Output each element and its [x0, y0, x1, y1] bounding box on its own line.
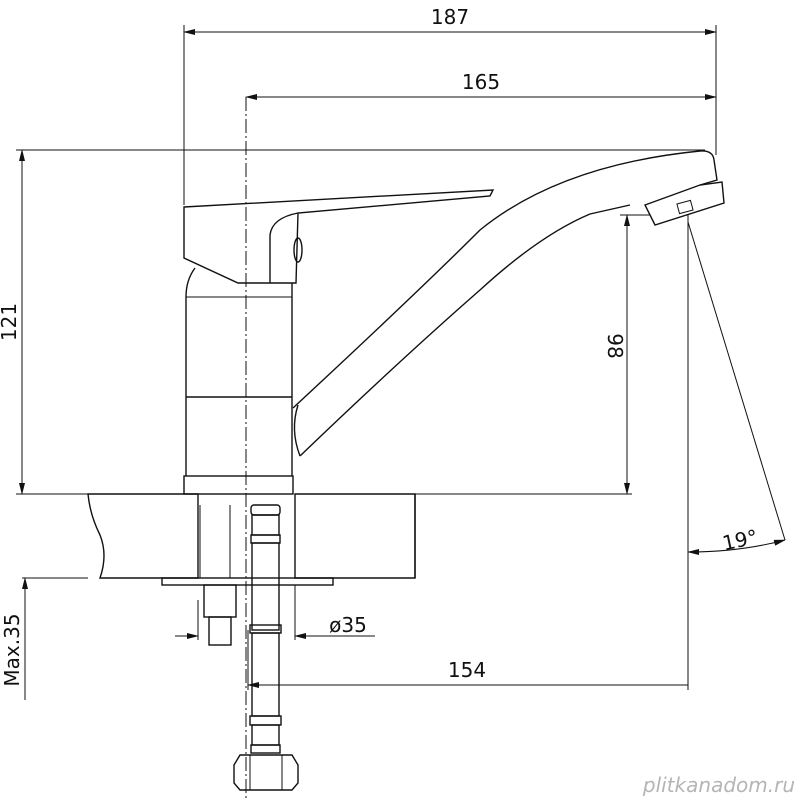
flexible-hose — [233, 504, 299, 791]
dim-hole-diameter: ø35 — [329, 613, 367, 637]
dimension-lines — [16, 25, 786, 700]
mounting-plate — [161, 577, 334, 586]
faucet-body — [183, 189, 495, 578]
aerator — [644, 181, 725, 226]
hose-nut — [233, 754, 299, 791]
dim-spout-reach: 165 — [462, 70, 500, 94]
dim-overall-length: 187 — [431, 5, 469, 29]
dim-overall-height: 121 — [0, 303, 21, 341]
dim-spout-angle: 19° — [720, 525, 760, 556]
mounting-stud — [203, 584, 237, 646]
dim-max-thickness: Max.35 — [0, 613, 24, 686]
watermark: plitkanadom.ru — [642, 773, 795, 797]
base-ring — [183, 475, 294, 495]
spout — [292, 150, 725, 457]
dim-spout-height: 98 — [603, 333, 627, 358]
lever-handle — [183, 189, 495, 284]
countertop-section — [22, 493, 416, 586]
dim-hose-offset: 154 — [448, 658, 486, 682]
